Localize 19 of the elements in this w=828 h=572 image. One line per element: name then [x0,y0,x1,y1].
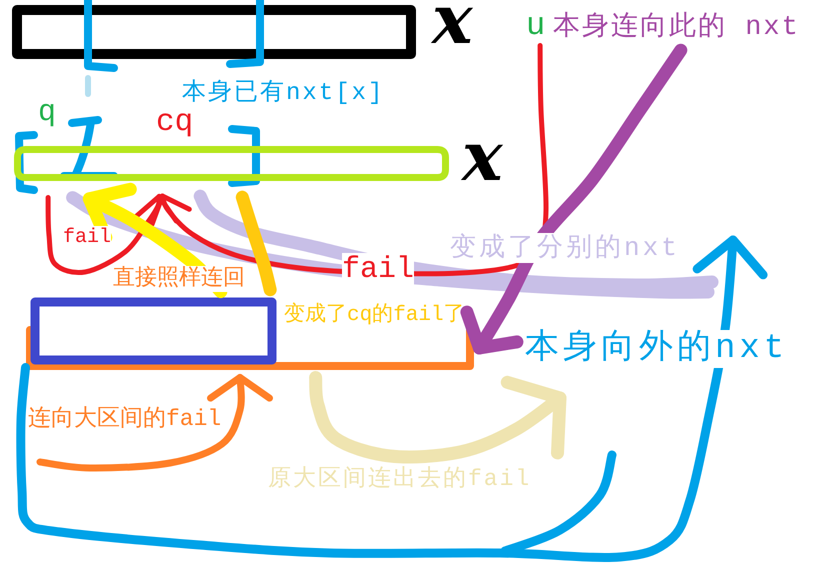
connector-line [66,191,714,299]
arrow [36,374,273,472]
arrow [460,44,688,354]
edge-label: 变成了cq的fail了 [284,303,465,328]
edge-label: fail [342,253,414,287]
state-label: cq [156,107,194,138]
edge-label: 直接照样连回 [113,266,245,292]
note-text: 本身连向此的 nxt [553,12,800,44]
arrow [46,194,179,276]
connector-line [85,75,91,97]
edge-label: 连向大区间的fail [28,406,222,433]
state-label: u [526,10,546,42]
state-label: q [38,98,56,128]
connector-line [194,190,718,292]
note-text: 本身已有nxt[x] [182,81,384,107]
arrow [16,236,768,562]
edge-label: 原大区间连出去的fail [268,466,532,493]
arrow [309,371,566,464]
nested-box [26,297,474,370]
